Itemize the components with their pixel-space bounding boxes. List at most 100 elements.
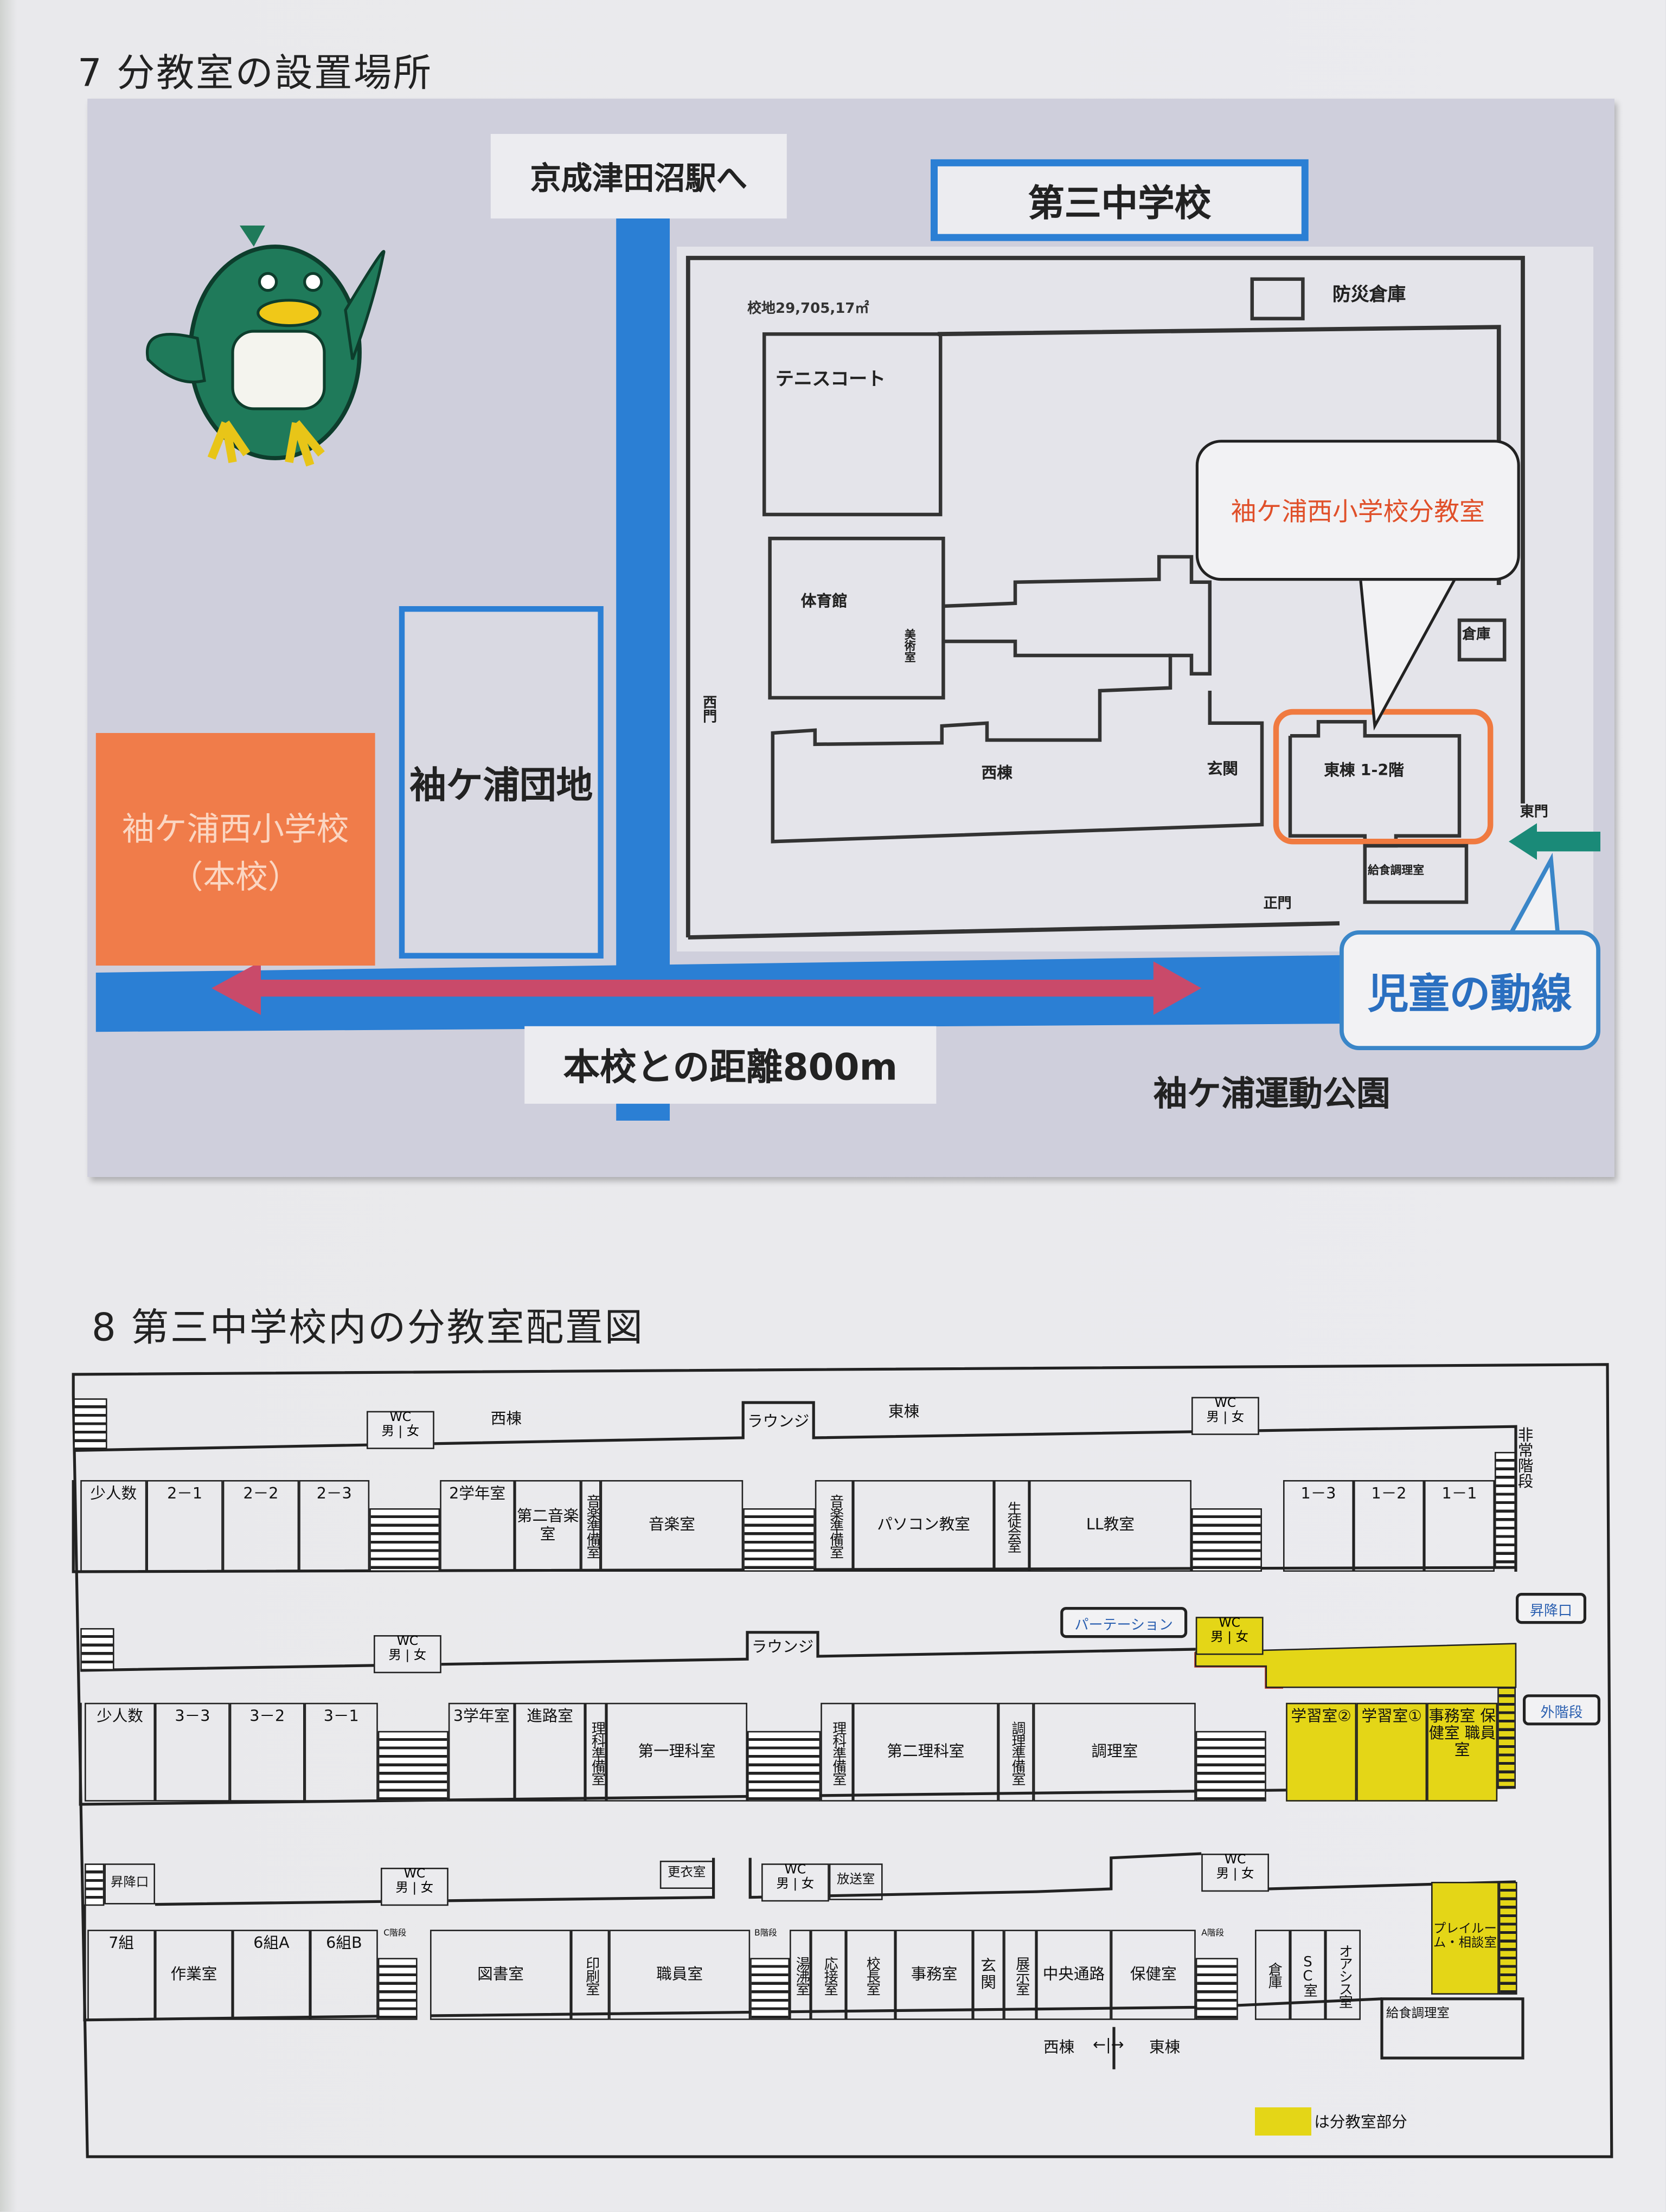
room-f2-0: 少人数 [85, 1702, 155, 1802]
room-f2-13: 学習室① [1356, 1702, 1427, 1802]
wc-divider: | [401, 1649, 414, 1663]
west-building-outline [771, 555, 1264, 844]
room-f2-11: 調理室 [1033, 1702, 1196, 1802]
wc-label: WC [403, 1867, 426, 1882]
room-f1-14: 保健室 [1111, 1930, 1196, 2020]
legend-swatch [1255, 2107, 1311, 2136]
wc-women: 女 [1235, 1630, 1249, 1645]
room-f1-12: 展示室 [1004, 1930, 1036, 2020]
stairs [1498, 1881, 1517, 1995]
tennis-court [762, 332, 943, 517]
lunch-kitchen-box [1363, 844, 1469, 904]
wc-divider: | [394, 1425, 407, 1439]
room-f1-8: 応接室 [811, 1930, 846, 2020]
wc-men-women: 男 | 女 [1193, 1411, 1258, 1426]
entrance-label: 玄関 [1207, 760, 1238, 779]
wc-women: 女 [1241, 1867, 1254, 1882]
wc-label: WC [389, 1411, 412, 1425]
room-f2-1: 3－3 [155, 1702, 230, 1802]
room-f1-3: 6組B [310, 1930, 378, 2020]
room-f3-9: パソコン教室 [853, 1480, 994, 1572]
site-area-text: 校地29,705,17㎡ [747, 301, 869, 317]
partition-callout: パーテーション [1060, 1607, 1188, 1638]
wc-men-women: 男 | 女 [1203, 1867, 1268, 1883]
wc-men-women: 男 | 女 [368, 1425, 433, 1441]
wc-men: 男 [1206, 1411, 1219, 1425]
stairs [1191, 1508, 1262, 1572]
stairs [1497, 1687, 1516, 1787]
callout-tail [1359, 570, 1461, 731]
wc-men: 男 [395, 1881, 408, 1896]
map-drawing [95, 211, 1600, 1121]
room-f2-7: 第一理科室 [606, 1702, 747, 1802]
stairs [1495, 1452, 1516, 1568]
stairs [85, 1863, 105, 1906]
room-f3-12: 1－3 [1283, 1480, 1354, 1572]
tennis-court-label: テニスコート [776, 369, 886, 391]
school-fence [685, 255, 1525, 937]
room-f3-2: 2－2 [222, 1480, 299, 1572]
mascot-bird [146, 226, 386, 467]
main-school-note: （本校） [170, 859, 300, 896]
lunch-kitchen-label: 給食調理室 [1368, 864, 1424, 877]
outer-stairs-callout: 外階段 [1523, 1694, 1600, 1726]
room-f1-1: 作業室 [155, 1930, 233, 2020]
room-f1-10: 事務室 [895, 1930, 973, 2020]
route-callout: 児童の動線 [1340, 930, 1600, 1050]
stairs [73, 1398, 107, 1451]
room-f2-5: 進路室 [514, 1702, 585, 1802]
stairs [369, 1508, 440, 1572]
room-f1-11: 玄関 [972, 1930, 1004, 2020]
label-stairs-c: C階段 [383, 1928, 407, 1938]
stairs [80, 1628, 114, 1670]
stairs [1195, 1958, 1238, 2020]
stairs [1195, 1731, 1266, 1802]
disaster-storage-label: 防災倉庫 [1332, 285, 1406, 306]
room-f2-4: 3学年室 [448, 1702, 515, 1802]
wc-women: 女 [406, 1425, 420, 1439]
junior-high-label: 第三中学校 [930, 159, 1309, 241]
wc-women: 女 [420, 1881, 434, 1896]
room-f1-7: 湯沸室 [790, 1930, 811, 2020]
label-stairs-a: A階段 [1201, 1928, 1225, 1938]
wc-men: 男 [1210, 1630, 1223, 1645]
wc-women: 女 [413, 1649, 427, 1663]
main-gate-label: 正門 [1263, 896, 1292, 912]
room-f1-9: 校長室 [846, 1930, 895, 2020]
room-f3-8: 音楽準備室 [815, 1480, 853, 1572]
route-arrow [212, 961, 1202, 1015]
label-east: 東棟 [1149, 2038, 1181, 2057]
wc-women: 女 [801, 1877, 815, 1892]
art-room-label: 美術室 [904, 628, 917, 663]
wc-divider: | [1223, 1630, 1236, 1645]
stairs [750, 1958, 790, 2020]
room-f3-0: 少人数 [80, 1480, 147, 1572]
east-building-outline [1288, 719, 1462, 848]
room-f1-entrance: 昇降口 [104, 1863, 155, 1905]
room-f3-11: LL教室 [1029, 1480, 1191, 1572]
room-f1-17: オアシス室 [1325, 1930, 1361, 2020]
wc-label: WC [396, 1635, 419, 1649]
wc-label: WC [784, 1863, 806, 1878]
room-f2-2: 3－2 [229, 1702, 305, 1802]
room-f3-14: 1－1 [1424, 1480, 1495, 1572]
west-gate-label: 西門 [699, 695, 715, 723]
room-f1-broadcast: 放送室 [829, 1863, 883, 1900]
label-east-building: 東棟 [888, 1403, 920, 1421]
room-f2-3: 3－1 [304, 1702, 378, 1802]
label-west: 西棟 [1043, 2038, 1075, 2057]
main-school-name: 袖ケ浦西小学校 [121, 811, 349, 848]
distance-label: 本校との距離800m [524, 1026, 937, 1104]
room-f3-1: 2－1 [146, 1480, 223, 1572]
west-building-label: 西棟 [981, 764, 1013, 782]
main-school-block: 袖ケ浦西小学校 （本校） [95, 733, 375, 966]
room-f1-15: 倉庫 [1255, 1930, 1290, 2020]
room-f3-4: 2学年室 [440, 1480, 515, 1572]
